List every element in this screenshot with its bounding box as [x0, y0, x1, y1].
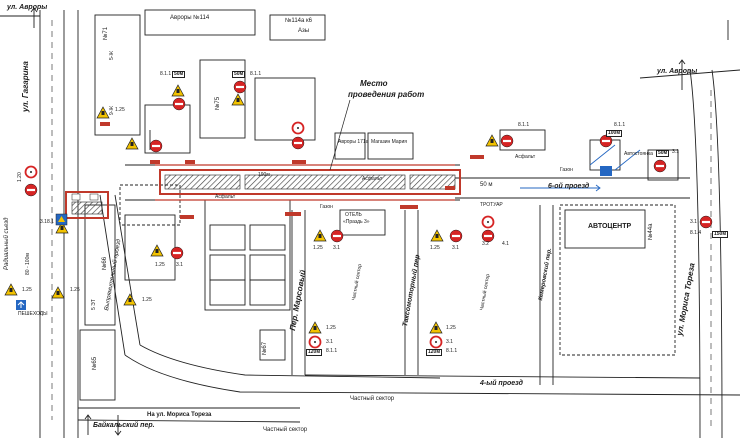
work-site-label-line1: Место: [360, 79, 388, 88]
sign-label-1-25-f: 1.25: [313, 245, 323, 251]
sign-label-1-20: 1.20: [17, 172, 23, 182]
street-baikalsky: Байкальский пер.: [93, 422, 155, 429]
sign-label-8-1-1-d: 8.1.1: [614, 122, 626, 128]
building-avtostoyanka: Автостоянка: [624, 151, 653, 157]
sign-label-1-25-d: 1.25: [70, 287, 80, 293]
label-gazon-small: Газон: [320, 204, 333, 210]
sign-label-3-2: 3.2: [482, 241, 489, 247]
sign-label-8-1-1-b: 8.1.1: [446, 348, 458, 354]
building-75: №75: [215, 96, 221, 110]
sign-label-1-25-a: 1.25: [115, 107, 125, 113]
label-pedestrians: ПЕШЕХОДЫ: [18, 311, 48, 317]
work-site-label-line2: проведения работ: [348, 90, 425, 99]
label-dim-50: 50 м: [480, 182, 493, 188]
sign-label-3-1-f: 3.1: [690, 219, 697, 225]
sign-label-1-25-c: 1.25: [22, 287, 32, 293]
sign-label-8-1-1-c: 8.1.1: [518, 122, 530, 128]
plate-120-b: 120м: [426, 349, 443, 356]
gagarina-crossing: [65, 191, 109, 219]
label-dim-80: 80 - 100м: [25, 253, 31, 275]
sign-label-3-1-d: 3.1: [326, 339, 333, 345]
building-zhilye-1: 5-Ж: [109, 50, 115, 60]
street-proezd-6: 6-ой проезд: [548, 183, 590, 190]
sign-label-8-1-4: 8.1.4: [690, 230, 702, 236]
sign-label-1-25-i: 1.25: [446, 325, 456, 331]
sign-label-3-1-a: 3.1: [176, 262, 183, 268]
blue-signs: [16, 166, 612, 310]
sign-label-8-1-1-f: 8.1.1: [160, 71, 172, 77]
building-avrory-171a: Авроры 171а: [338, 139, 369, 145]
plate-50-a: 50м: [172, 71, 186, 78]
building-44a: №44а: [648, 223, 654, 240]
sign-label-3-1-e: 3.1: [446, 339, 453, 345]
plate-50-b: 50м: [232, 71, 246, 78]
building-gazon: Газон: [560, 167, 573, 173]
sign-label-1-25-h: 1.25: [326, 325, 336, 331]
sign-label-8-1-1-e: 8.1.1: [250, 71, 262, 77]
building-trotuar: ТРОТУАР: [480, 202, 503, 208]
plate-120-a: 120м: [306, 349, 323, 356]
street-radialny: Радиальный съезд: [4, 217, 10, 270]
building-aurory-114: Авроры №114: [170, 15, 210, 21]
building-zhilye-3: 5 ЭТ: [91, 299, 97, 310]
building-66: №66: [102, 256, 108, 270]
building-65: №65: [92, 356, 98, 370]
direction-arrows: [30, 7, 729, 436]
sign-label-4-1: 4.1: [502, 241, 509, 247]
building-71: №71: [103, 26, 109, 40]
building-avtocentr: АВТОЦЕНТР: [588, 223, 632, 230]
sign-label-3-1-g: 3.1: [672, 149, 679, 155]
label-asphalt-1: Асфальт: [362, 176, 383, 182]
street-aurora-right: ул. Авроры: [657, 68, 698, 75]
building-114a-sub: Азы: [298, 28, 310, 34]
sign-label-1-25-g: 1.25: [430, 245, 440, 251]
building-67: №67: [262, 341, 268, 355]
street-moris-toreza-bottom: На ул. Мориса Тореза: [147, 412, 212, 418]
sign-label-1-25-b: 1.25: [155, 262, 165, 268]
sign-label-3-18-1: 3.18.1: [40, 219, 54, 225]
sign-label-3-1-b: 3.1: [333, 245, 340, 251]
building-magazin: Магазин Мария: [371, 139, 407, 145]
building-114a: №114а к6: [285, 18, 312, 24]
sign-label-8-1-1-a: 8.1.1: [326, 348, 338, 354]
street-proezd-4: 4-ый проезд: [480, 380, 523, 387]
label-asphalt-3: Асфальт: [215, 194, 236, 200]
building-otel-line2: «Праздь 3»: [343, 219, 370, 225]
street-gagarina: ул. Гагарина: [21, 61, 30, 112]
work-site: [155, 99, 461, 201]
plate-50-c: 50м: [656, 150, 670, 157]
sign-label-3-1-c: 3.1: [452, 245, 459, 251]
private-sector-3: Частный сектор: [350, 396, 395, 402]
plate-100: 100м: [606, 130, 623, 137]
sign-label-1-25-e: 1.25: [142, 297, 152, 303]
plate-150: 150м: [712, 231, 729, 238]
private-sector-4: Частный сектор: [263, 427, 308, 433]
label-asphalt-2: Асфальт: [515, 154, 536, 160]
street-aurora-left: ул. Авроры: [7, 4, 48, 11]
buildings: [79, 9, 679, 401]
building-otel-line1: ОТЕЛЬ: [345, 212, 362, 218]
barriers: [100, 122, 484, 219]
label-dim-190: 190м: [258, 172, 270, 178]
speed-signs: [24, 121, 495, 349]
